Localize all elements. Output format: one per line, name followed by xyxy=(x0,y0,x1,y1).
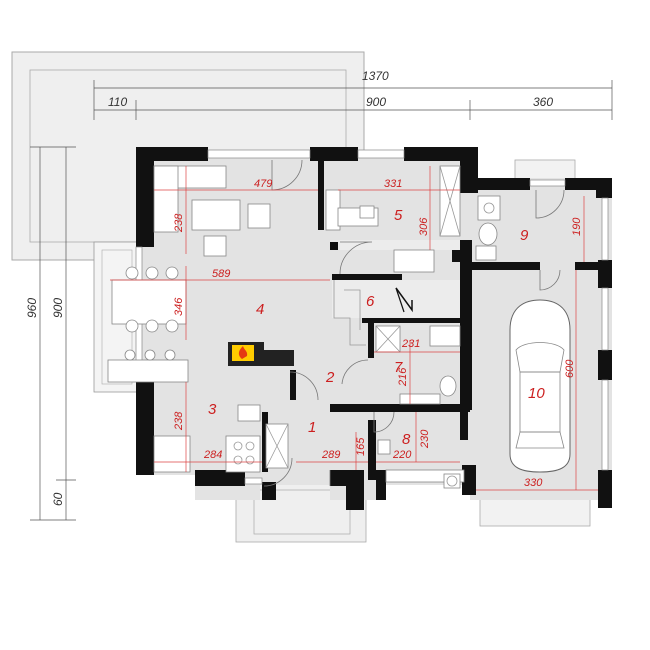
dim-331: 331 xyxy=(384,178,402,190)
dim-230: 230 xyxy=(419,429,431,449)
interior-walls xyxy=(262,160,610,480)
utility-fixtures xyxy=(377,439,465,489)
dim-289: 289 xyxy=(321,449,340,461)
sofa xyxy=(153,165,271,257)
height-900-label: 900 xyxy=(51,298,65,318)
dim-284: 284 xyxy=(203,449,222,461)
dim-216: 216 xyxy=(397,367,409,387)
dim-306: 306 xyxy=(418,217,430,236)
room-number-1: 1 xyxy=(308,419,316,436)
room-number-4: 4 xyxy=(256,301,264,318)
dim-346: 346 xyxy=(173,297,185,316)
dim-220: 220 xyxy=(392,449,412,461)
room-number-2: 2 xyxy=(325,369,335,386)
dim-231: 231 xyxy=(401,338,420,350)
segment-360-label: 360 xyxy=(533,95,553,109)
segment-110-label: 110 xyxy=(108,95,127,109)
stairs xyxy=(333,280,413,346)
dim-479: 479 xyxy=(254,178,272,190)
dim-238-top: 238 xyxy=(173,213,185,233)
dining-table xyxy=(111,266,187,333)
room-dimension-lines xyxy=(110,166,598,491)
entrance-closet xyxy=(265,423,289,469)
office-furniture xyxy=(325,165,461,273)
dim-589: 589 xyxy=(212,268,230,280)
fireplace xyxy=(228,342,294,366)
room9-fixtures xyxy=(475,195,501,261)
room-number-9: 9 xyxy=(520,227,529,244)
total-width-label: 1370 xyxy=(362,69,389,83)
height-960-label: 960 xyxy=(25,298,39,318)
kitchen xyxy=(107,349,261,473)
dim-600: 600 xyxy=(564,359,576,378)
doors xyxy=(263,159,565,487)
exterior-walls xyxy=(136,147,612,510)
room-number-7: 7 xyxy=(394,359,403,376)
dimension-lines xyxy=(30,80,613,521)
room-number-6: 6 xyxy=(366,293,375,310)
dim-238-bottom: 238 xyxy=(173,411,185,431)
dim-330: 330 xyxy=(524,477,543,489)
room-number-3: 3 xyxy=(208,401,217,418)
room-number-8: 8 xyxy=(402,431,411,448)
dim-190: 190 xyxy=(571,217,583,236)
segment-900-label: 900 xyxy=(366,95,386,109)
height-60-label: 60 xyxy=(51,492,65,506)
room-number-10: 10 xyxy=(528,385,545,402)
dim-165: 165 xyxy=(355,437,367,456)
room-number-5: 5 xyxy=(394,207,403,224)
car xyxy=(509,299,571,473)
